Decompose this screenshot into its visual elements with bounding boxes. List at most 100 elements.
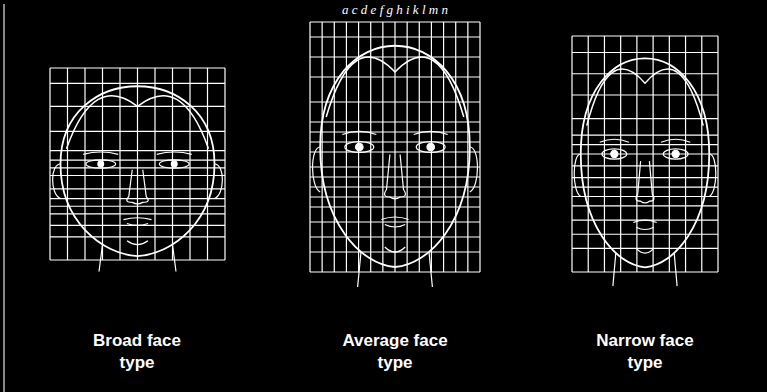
grid-line xyxy=(49,68,50,260)
grid-line xyxy=(572,196,718,197)
grid-line xyxy=(572,177,718,178)
pupil xyxy=(171,161,177,167)
grid-line xyxy=(322,22,323,272)
grid-line xyxy=(67,68,68,260)
grid-line xyxy=(310,186,480,187)
grid-line xyxy=(572,271,718,272)
grid-line xyxy=(310,196,480,197)
ear xyxy=(215,164,223,199)
ear xyxy=(53,164,61,199)
grid-line xyxy=(310,206,480,207)
eyebrow xyxy=(83,152,118,154)
mouth xyxy=(124,218,152,226)
eyebrow xyxy=(661,139,690,142)
eyebrow xyxy=(414,131,448,134)
face-drawing xyxy=(572,36,718,286)
grid-line xyxy=(224,68,225,260)
neck-line xyxy=(613,253,616,286)
ear xyxy=(470,147,478,192)
grid-line xyxy=(310,141,480,142)
grid-line xyxy=(572,135,718,136)
grid-line xyxy=(50,236,225,237)
grid-line xyxy=(572,205,718,206)
grid-line xyxy=(572,144,718,145)
grid-line xyxy=(50,67,225,68)
grid-line xyxy=(50,150,225,151)
head-outline xyxy=(61,86,215,256)
pupil xyxy=(672,150,679,157)
mouth xyxy=(633,220,656,229)
grid-line xyxy=(572,52,718,53)
grid-line xyxy=(407,22,408,272)
grid-line xyxy=(572,35,718,36)
grid-line xyxy=(50,167,225,168)
grid-line xyxy=(50,83,225,84)
eye xyxy=(602,149,627,159)
pupil xyxy=(356,143,364,151)
pupil xyxy=(427,143,435,151)
eye xyxy=(159,160,189,168)
grid-line xyxy=(310,21,480,22)
neck-line xyxy=(429,252,432,287)
eyebrow xyxy=(342,131,376,134)
eye xyxy=(345,142,374,153)
grid-line xyxy=(50,206,225,207)
grid-line xyxy=(310,76,480,77)
head-outline xyxy=(320,46,470,267)
nose xyxy=(385,155,406,199)
grid-line xyxy=(50,160,225,161)
grid-line xyxy=(137,68,138,260)
grid-line xyxy=(310,236,480,237)
eye xyxy=(86,160,116,168)
grid-line xyxy=(572,153,718,154)
head-outline xyxy=(581,58,709,267)
face-caption: Narrow face type xyxy=(585,330,705,374)
grid-line xyxy=(50,175,225,176)
grid-line xyxy=(572,165,718,166)
grid-line xyxy=(572,234,718,235)
grid-line xyxy=(394,22,395,272)
border-line xyxy=(3,4,5,392)
eyebrow xyxy=(157,152,192,154)
eyebrow xyxy=(600,139,629,142)
pupil xyxy=(98,161,104,167)
ear xyxy=(313,147,321,192)
eye xyxy=(416,142,445,153)
grid-line xyxy=(310,176,480,177)
nose xyxy=(636,161,654,203)
grid-line xyxy=(310,56,480,57)
face-caption: Average face type xyxy=(335,330,455,374)
grid-line xyxy=(479,22,480,272)
grid-line xyxy=(310,121,480,122)
grid-line xyxy=(310,166,480,167)
grid-line xyxy=(572,186,718,187)
grid-line xyxy=(455,22,456,272)
hairline xyxy=(587,69,703,126)
grid-line xyxy=(207,68,208,260)
grid-line xyxy=(310,271,480,272)
ear xyxy=(574,154,581,196)
grid-line xyxy=(50,188,225,189)
chin-line xyxy=(385,247,405,252)
grid-line xyxy=(370,22,371,272)
neck-line xyxy=(674,253,677,286)
neck-line xyxy=(173,245,177,272)
face-drawing xyxy=(50,68,225,272)
hairline xyxy=(67,96,209,149)
grid-line xyxy=(50,131,225,132)
neck-line xyxy=(358,252,361,287)
eye xyxy=(663,149,688,159)
chin-line xyxy=(127,241,148,245)
grid-line xyxy=(309,22,310,272)
pupil xyxy=(611,150,618,157)
grid-line xyxy=(310,221,480,222)
grid-line xyxy=(467,22,468,272)
face-drawing xyxy=(310,22,480,287)
grid-line xyxy=(50,198,225,199)
grid-line xyxy=(310,101,480,102)
grid-line xyxy=(382,22,383,272)
grid-line xyxy=(310,131,480,132)
hairline xyxy=(326,57,464,117)
grid-line xyxy=(50,213,225,214)
neck-line xyxy=(99,245,103,272)
